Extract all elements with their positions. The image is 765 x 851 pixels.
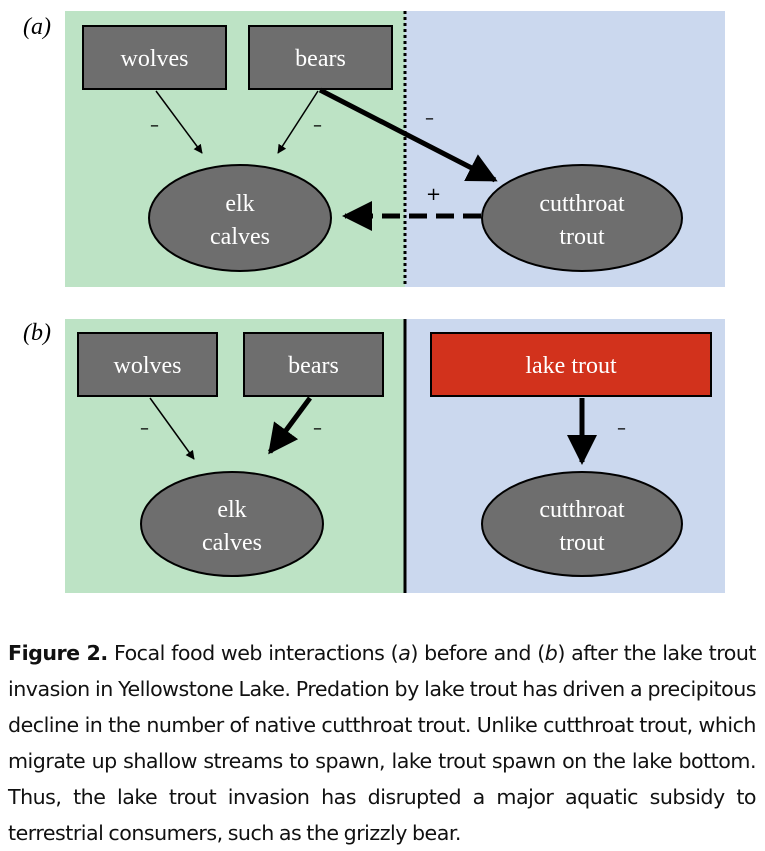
panel-a-label: (a) (23, 14, 51, 40)
node-cutthroat-trout-b: cutthroat trout (481, 471, 683, 577)
svg-text:cutthroat: cutthroat (539, 191, 625, 217)
svg-text:calves: calves (202, 530, 262, 556)
svg-text:bears: bears (288, 353, 339, 379)
svg-text:trout: trout (559, 224, 605, 250)
svg-text:wolves: wolves (121, 46, 189, 72)
node-bears-b: bears (243, 332, 384, 397)
node-elk-calves-a: elk calves (148, 164, 332, 272)
svg-text:wolves: wolves (114, 353, 182, 379)
arrow-bears-to-trout-a (318, 87, 498, 183)
food-web-diagram: (a) wolves bears elk calves cutthroat tr… (23, 11, 725, 593)
sign-wolves-elk-a: – (150, 115, 159, 136)
caption-panel-b-ref: b (544, 640, 558, 665)
caption-panel-a-ref: a (398, 640, 411, 665)
node-lake-trout-b: lake trout (430, 332, 712, 397)
figure-caption: Figure 2. Focal food web interactions (a… (8, 635, 757, 851)
arrow-bears-to-elk-a (277, 90, 319, 154)
svg-text:calves: calves (210, 224, 270, 250)
panel-b-label: (b) (23, 320, 51, 346)
node-cutthroat-trout-a: cutthroat trout (481, 164, 683, 272)
panel-b: (b) wolves bears lake trout elk calves c… (23, 319, 725, 593)
arrow-bears-to-elk-b (267, 396, 313, 455)
svg-text:lake trout: lake trout (525, 353, 617, 379)
node-wolves-b: wolves (77, 332, 218, 397)
arrow-wolves-to-elk-a (155, 90, 203, 154)
sign-laketrout-trout-b: – (617, 418, 626, 439)
caption-text-2: ) before and ( (410, 640, 545, 665)
node-wolves-a: wolves (82, 25, 227, 90)
sign-bears-trout-a: – (425, 108, 434, 129)
svg-text:elk: elk (217, 497, 246, 523)
sign-bears-elk-a: – (313, 115, 322, 136)
arrow-wolves-to-elk-b (149, 397, 195, 460)
caption-text-1: Focal food web interactions ( (107, 640, 399, 665)
svg-text:trout: trout (559, 530, 605, 556)
sign-bears-elk-b: – (313, 418, 322, 439)
svg-text:bears: bears (295, 46, 346, 72)
svg-text:elk: elk (225, 191, 254, 217)
node-elk-calves-b: elk calves (140, 471, 324, 577)
node-bears-a: bears (248, 25, 393, 90)
caption-text-3: ) after the lake trout invasion in Yello… (8, 640, 757, 845)
figure-label: Figure 2. (8, 640, 108, 665)
panel-a: (a) wolves bears elk calves cutthroat tr… (23, 11, 725, 287)
svg-text:cutthroat: cutthroat (539, 497, 625, 523)
sign-trout-elk-a: + (426, 184, 441, 205)
sign-wolves-elk-b: – (140, 418, 149, 439)
